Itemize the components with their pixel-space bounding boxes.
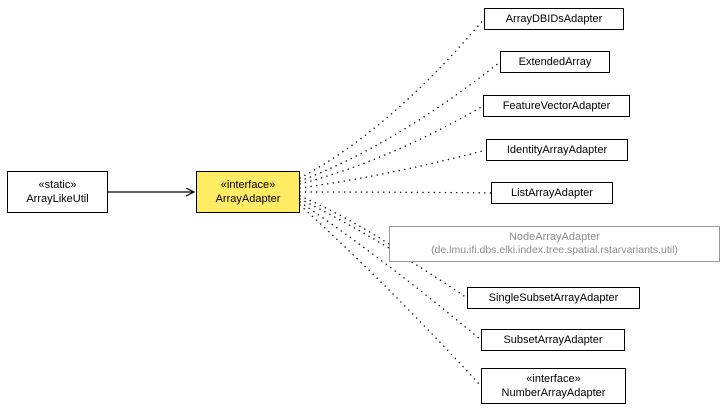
node-listarrayadapter-label: ListArrayAdapter bbox=[511, 186, 593, 199]
node-numberarrayadapter-stereotype: «interface» bbox=[526, 372, 581, 385]
edge-to-nodearrayadapter bbox=[299, 195, 390, 245]
node-nodearrayadapter-package: (de.lmu.ifi.dbs.elki.index.tree.spatial.… bbox=[431, 244, 678, 257]
node-arrayadapter-label: ArrayAdapter bbox=[215, 193, 281, 205]
node-subsetarrayadapter-label: SubsetArrayAdapter bbox=[503, 333, 603, 346]
node-arrayadapter[interactable]: «interface» ArrayAdapter bbox=[196, 171, 300, 213]
edge-to-featurevectoradapter bbox=[299, 105, 484, 185]
node-arraylikeutil-label: ArrayLikeUtil bbox=[26, 193, 89, 205]
node-arraydbidsadapter[interactable]: ArrayDBIDsAdapter bbox=[484, 8, 624, 30]
node-arraylikeutil[interactable]: «static» ArrayLikeUtil bbox=[7, 171, 108, 213]
node-featurevectoradapter[interactable]: FeatureVectorAdapter bbox=[483, 95, 630, 117]
edge-to-subsetarrayadapter bbox=[299, 201, 482, 341]
node-featurevectoradapter-label: FeatureVectorAdapter bbox=[502, 99, 611, 112]
node-subsetarrayadapter[interactable]: SubsetArrayAdapter bbox=[481, 329, 625, 351]
node-numberarrayadapter[interactable]: «interface» NumberArrayAdapter bbox=[481, 368, 626, 404]
node-listarrayadapter[interactable]: ListArrayAdapter bbox=[491, 182, 613, 204]
node-extendedarray-label: ExtendedArray bbox=[518, 55, 592, 68]
node-numberarrayadapter-label: NumberArrayAdapter bbox=[501, 387, 606, 399]
node-nodearrayadapter[interactable]: NodeArrayAdapter (de.lmu.ifi.dbs.elki.in… bbox=[389, 226, 720, 262]
edge-to-arraydbidsadapter bbox=[299, 18, 485, 179]
node-singlesubsetarrayadapter[interactable]: SingleSubsetArrayAdapter bbox=[467, 287, 640, 309]
node-extendedarray[interactable]: ExtendedArray bbox=[500, 51, 610, 73]
edge-to-extendedarray bbox=[299, 61, 501, 182]
node-nodearrayadapter-label: NodeArrayAdapter bbox=[508, 231, 601, 244]
node-identityarrayadapter-label: IdentityArrayAdapter bbox=[506, 143, 608, 156]
edge-to-listarrayadapter bbox=[299, 191, 492, 194]
edge-to-identityarrayadapter bbox=[299, 149, 487, 189]
node-singlesubsetarrayadapter-label: SingleSubsetArrayAdapter bbox=[488, 291, 619, 304]
node-arrayadapter-stereotype: «interface» bbox=[220, 178, 276, 191]
node-arraydbidsadapter-label: ArrayDBIDsAdapter bbox=[505, 12, 603, 25]
node-arraylikeutil-stereotype: «static» bbox=[38, 178, 77, 191]
node-identityarrayadapter[interactable]: IdentityArrayAdapter bbox=[486, 139, 628, 161]
